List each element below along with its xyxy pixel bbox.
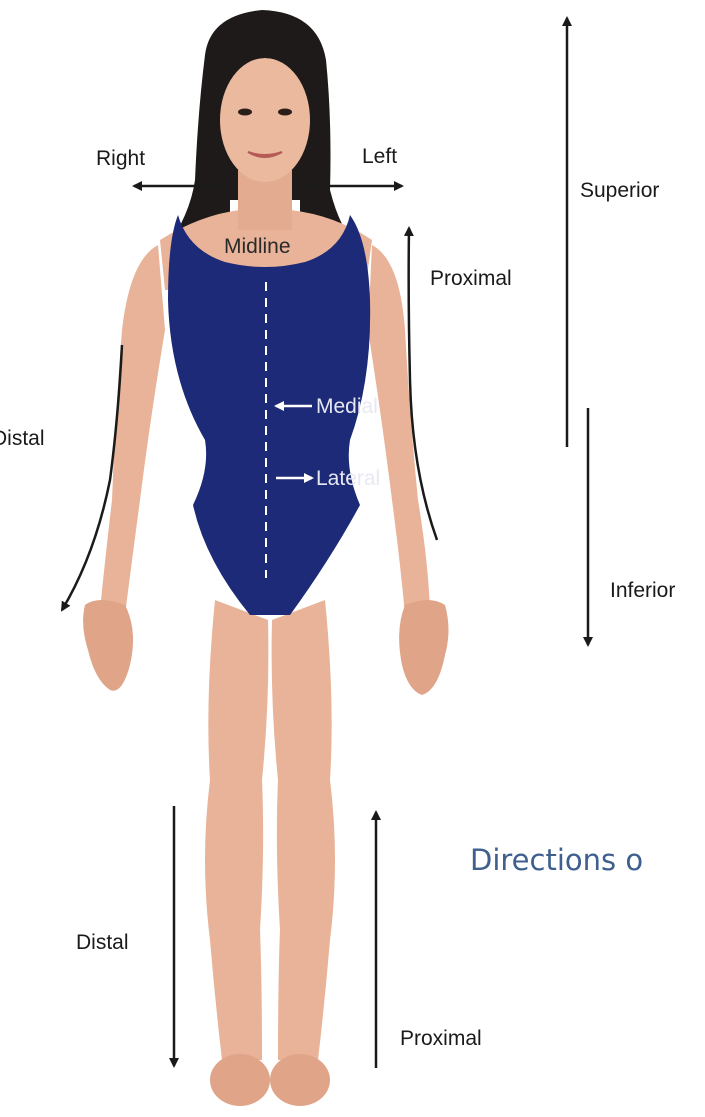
label-medial: Medial xyxy=(316,396,378,417)
label-proximal-leg: Proximal xyxy=(400,1028,482,1049)
label-superior: Superior xyxy=(580,180,659,201)
caption-text: Directions o xyxy=(470,846,643,875)
right-leg xyxy=(272,600,335,1060)
label-proximal-arm: Proximal xyxy=(430,268,512,289)
left-arm xyxy=(368,245,430,615)
label-lateral: Lateral xyxy=(316,468,380,489)
left-hand xyxy=(399,600,448,695)
right-arm xyxy=(100,245,165,615)
right-foot xyxy=(270,1054,330,1106)
left-leg xyxy=(205,600,268,1060)
label-distal-arm: Distal xyxy=(0,428,45,449)
label-right: Right xyxy=(96,148,145,169)
face xyxy=(220,58,310,182)
label-inferior: Inferior xyxy=(610,580,675,601)
right-hand xyxy=(83,600,133,691)
label-distal-leg: Distal xyxy=(76,932,129,953)
label-left: Left xyxy=(362,146,397,167)
person-figure xyxy=(83,10,448,1106)
left-foot xyxy=(210,1054,270,1106)
label-midline: Midline xyxy=(224,236,291,257)
